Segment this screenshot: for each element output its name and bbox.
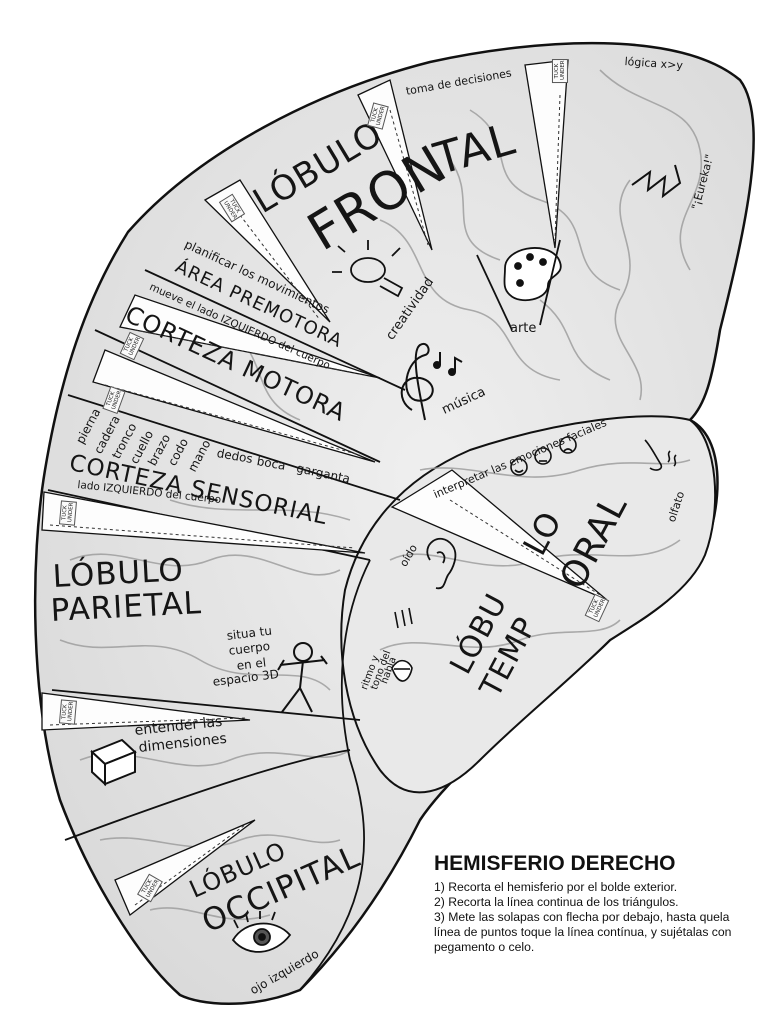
nose-icon (644, 439, 677, 471)
instruction-2: 2) Recorta la línea continua de los triá… (434, 895, 679, 909)
mouth-icon (391, 607, 413, 682)
faces-icon (510, 436, 577, 476)
stick-figure-icon (277, 642, 328, 713)
instruction-1: 1) Recorta el hemisferio por el bolde ex… (434, 880, 678, 894)
eye-icon (231, 911, 292, 953)
lightbulb-icon (332, 240, 404, 298)
page-title: HEMISFERIO DERECHO (434, 852, 676, 875)
zigzag-icon (631, 164, 682, 199)
ear-icon (426, 538, 457, 590)
treble-clef-icon (400, 342, 463, 421)
cube-icon (90, 738, 137, 787)
instruction-3: 3) Mete las solapas con flecha por debaj… (434, 910, 732, 954)
parietal-heading-2: PARIETAL (49, 585, 203, 629)
tuck-label-4: TUCK UNDER (58, 500, 78, 526)
tuck-triangles (41, 59, 608, 917)
instructions-panel: HEMISFERIO DERECHO 1) Recorta el hemisfe… (434, 852, 754, 955)
palette-icon (476, 239, 562, 331)
fold-guides (49, 94, 601, 906)
tuck-label-8: TUCK UNDER (551, 59, 569, 84)
tuck-label-5: TUCK UNDER (58, 699, 78, 725)
arte-label: arte (510, 321, 537, 336)
